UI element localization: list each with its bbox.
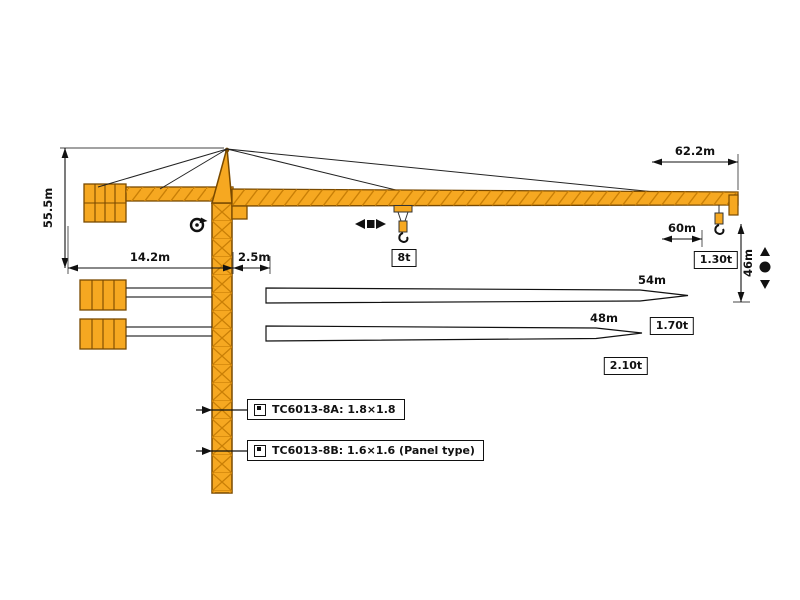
ballast-group-2 <box>79 318 212 350</box>
mast-section-a-text: TC6013-8A: 1.8×1.8 <box>272 403 396 416</box>
tower-mast <box>211 202 233 494</box>
mast-section-b-text: TC6013-8B: 1.6×1.6 (Panel type) <box>272 444 475 457</box>
load-label-48m: 2.10t <box>603 357 649 375</box>
dim-label-rear-offset: 2.5m <box>238 250 270 264</box>
trolley-hook <box>393 205 413 243</box>
load-label-8t: 8t <box>391 249 417 267</box>
ballast-group-1 <box>79 279 212 311</box>
counter-jib <box>125 186 234 202</box>
mast-section-label-b: TC6013-8B: 1.6×1.6 (Panel type) <box>247 440 484 461</box>
load-tip-text: 1.30t <box>699 253 733 266</box>
trolley-travel-icon <box>355 219 386 229</box>
tip-hook <box>714 205 725 235</box>
mast-section-icon <box>254 444 266 457</box>
dim-jib-length: 62.2m <box>652 144 739 190</box>
dim-total-height: 55.5m <box>41 147 224 268</box>
hook-icon <box>398 232 409 243</box>
jib <box>231 188 739 216</box>
leader-arrowhead <box>202 447 212 455</box>
dim-label-radius-60: 60m <box>668 221 696 235</box>
load-8t-text: 8t <box>397 251 411 264</box>
dim-label-total-height: 55.5m <box>41 188 55 228</box>
mast-section-b-leader <box>196 447 247 455</box>
slewing-icon <box>189 217 208 233</box>
dim-counter-jib: 14.2m 2.5m <box>67 226 271 274</box>
counterweight-top-slabs <box>83 183 127 223</box>
dim-label-counter-jib: 14.2m <box>130 250 170 264</box>
jib-option-54m: 54m <box>265 273 689 304</box>
operator-cab <box>231 205 248 220</box>
dim-label-jib-48: 48m <box>590 311 618 325</box>
mast-section-icon <box>254 403 266 416</box>
hook-icon <box>714 224 725 235</box>
dim-label-jib-length: 62.2m <box>675 144 715 158</box>
dim-label-jib-54: 54m <box>638 273 666 287</box>
dim-hook-height: 46m <box>733 224 755 303</box>
load-label-tip-60m: 1.30t <box>693 251 739 269</box>
jib-tip <box>728 194 739 216</box>
load-54m-text: 1.70t <box>655 319 689 332</box>
mast-section-a-leader <box>196 406 247 414</box>
jib-option-48m: 48m <box>265 311 643 342</box>
hoist-icon <box>759 247 771 289</box>
load-label-54m: 1.70t <box>649 317 695 335</box>
mast-section-label-a: TC6013-8A: 1.8×1.8 <box>247 399 405 420</box>
dim-radius-60: 60m <box>662 221 703 247</box>
leader-arrowhead <box>202 406 212 414</box>
load-48m-text: 2.10t <box>609 359 643 372</box>
tie-bars <box>97 148 656 193</box>
dim-label-hook-height: 46m <box>741 249 755 277</box>
